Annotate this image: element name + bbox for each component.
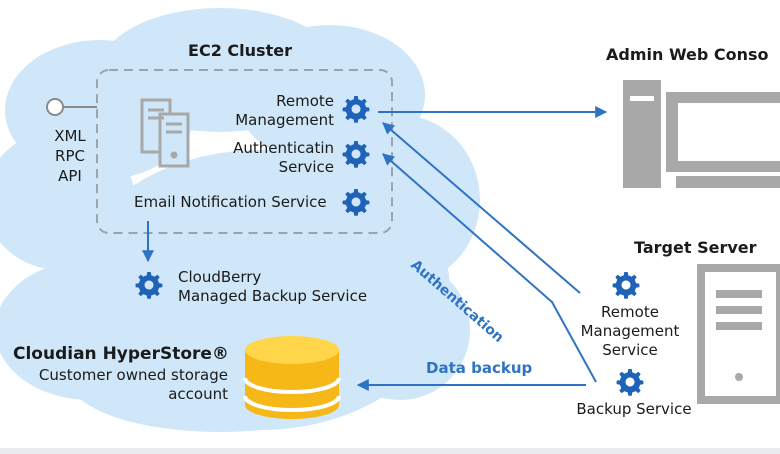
cloudberry-label: CloudBerry Managed Backup Service	[178, 268, 368, 305]
target-server-title: Target Server	[634, 238, 757, 257]
authentication-service-label: Authenticatin Service	[233, 139, 334, 176]
target-remote-gear-icon	[612, 272, 640, 299]
arrow-target-to-remote-management	[382, 122, 581, 294]
database-icon	[243, 336, 341, 419]
api-label: XML RPC API	[54, 127, 86, 185]
data-backup-arrow-label: Data backup	[426, 359, 533, 377]
email-notification-label: Email Notification Service	[134, 193, 327, 211]
target-server-icon	[697, 264, 780, 404]
storage-subtitle: Customer owned storage account	[38, 366, 228, 403]
remote-management-label: Remote Management	[235, 92, 334, 129]
backup-service-gear-icon	[616, 369, 644, 396]
backup-service-label: Backup Service	[576, 400, 692, 418]
target-remote-management-label: Remote Management Service	[580, 303, 680, 359]
storage-title: Cloudian HyperStore®	[13, 344, 229, 364]
arrow-authentication	[382, 153, 597, 383]
cluster-boundary	[96, 69, 393, 234]
admin-console-title: Admin Web Conso	[606, 45, 769, 64]
bottom-divider	[0, 448, 780, 454]
computer-icon	[623, 80, 780, 188]
server-icon	[140, 98, 190, 168]
cluster-title: EC2 Cluster	[188, 41, 292, 60]
api-connector-icon	[46, 98, 97, 116]
